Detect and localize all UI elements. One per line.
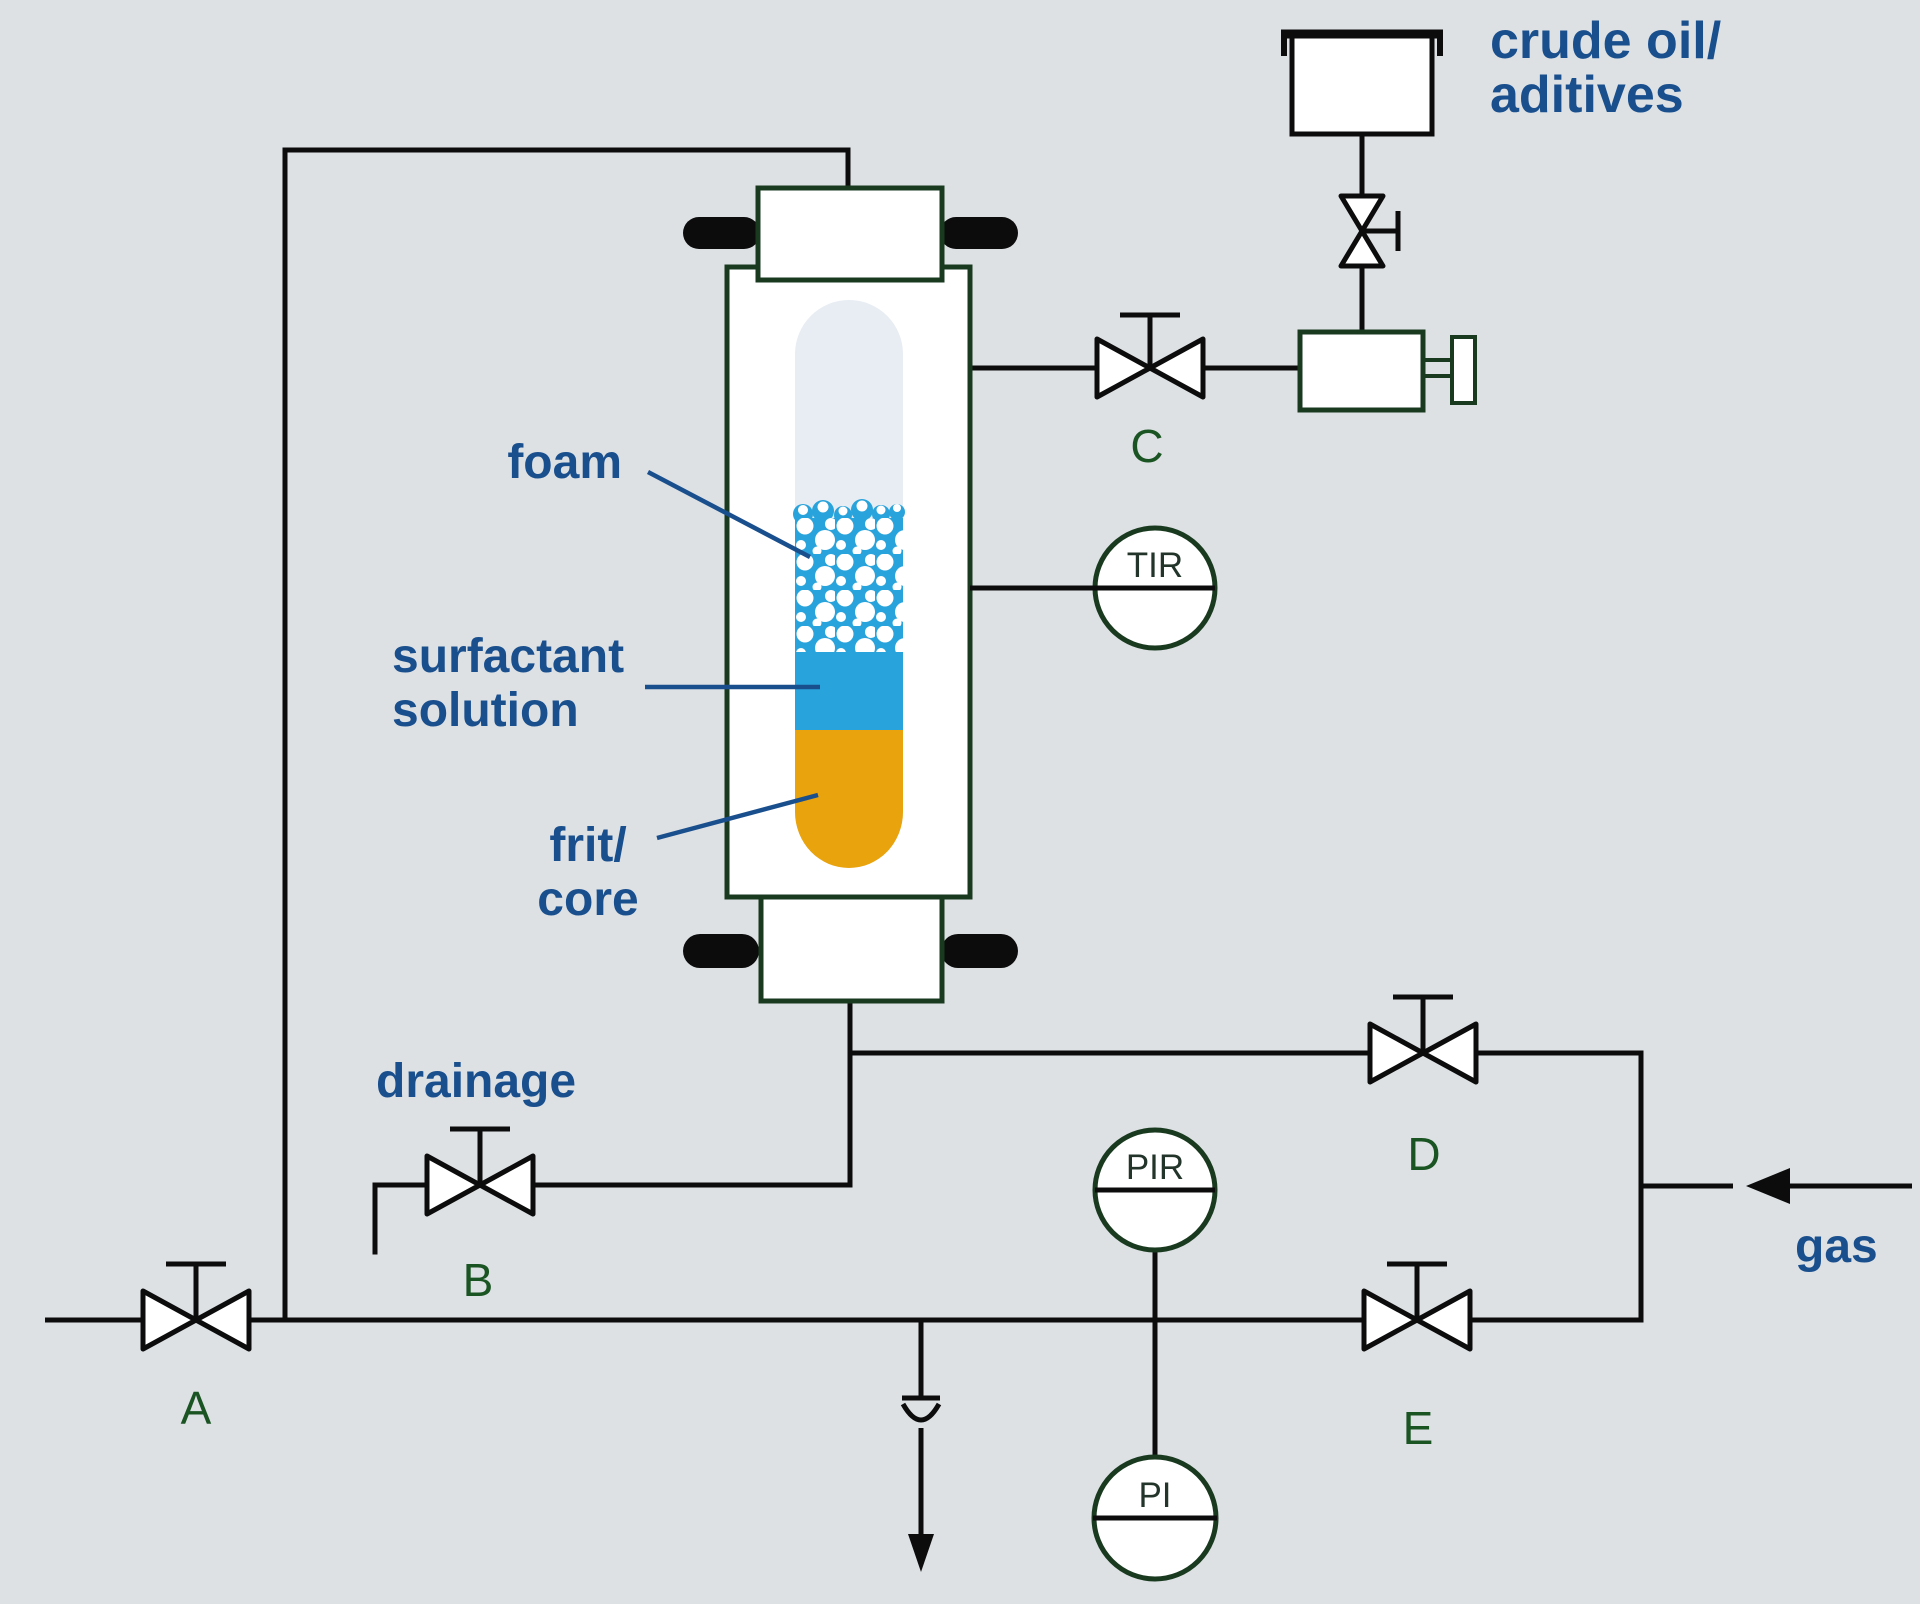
frit-label-line2: core — [537, 873, 638, 926]
valve-c — [1094, 312, 1206, 400]
valve-b-label: B — [463, 1254, 494, 1306]
surfactant-region — [795, 652, 903, 730]
valve-c-handle — [1120, 312, 1180, 368]
instrument-pi: PI — [1091, 1454, 1219, 1582]
pump-body — [1297, 329, 1426, 413]
piping — [45, 133, 1912, 1572]
gas-flow-arrow-icon — [1746, 1168, 1790, 1204]
foam-label: foam — [507, 436, 622, 489]
surfactant-label-line1: surfactant — [392, 630, 624, 683]
valve-d — [1367, 994, 1479, 1085]
feed-label-line2: aditives — [1490, 66, 1684, 124]
surfactant-label-line2: solution — [392, 684, 579, 737]
pipe-drainage — [372, 1182, 853, 1255]
flange-top-right — [940, 217, 1018, 249]
column-bottom-cap — [758, 894, 945, 1004]
flange-top-left — [683, 217, 760, 249]
frit-core-region — [795, 730, 903, 868]
pump-plunger — [1450, 335, 1477, 405]
tir-tag: TIR — [1127, 546, 1183, 585]
syringe-pump — [1297, 329, 1477, 413]
pi-tag: PI — [1138, 1476, 1171, 1515]
foam-leader — [646, 470, 812, 559]
instrument-pir: PIR — [1092, 1127, 1218, 1253]
flange-bottom-left — [683, 934, 759, 968]
needle-valve-top — [1338, 193, 1386, 234]
feed-tank — [1281, 29, 1443, 137]
foam-column — [683, 185, 1018, 1004]
instrument-tir: TIR — [970, 525, 1218, 651]
frit-label-line1: frit/ — [549, 819, 626, 872]
foam-region — [793, 499, 905, 652]
valve-d-handle — [1393, 994, 1453, 1053]
valve-e-handle — [1387, 1261, 1447, 1320]
pipe-bypass-d — [847, 1050, 1644, 1323]
column-top-cap — [755, 185, 945, 283]
feed-label-line1: crude oil/ — [1490, 12, 1721, 70]
leader-lines — [645, 470, 820, 841]
frit-leader — [656, 792, 819, 841]
gas-label: gas — [1795, 1220, 1878, 1273]
valve-e-label: E — [1403, 1402, 1434, 1454]
pipe-top-loop — [282, 147, 851, 1323]
valve-d-label: D — [1407, 1128, 1440, 1180]
labels: foam surfactant solution frit/ core drai… — [181, 12, 1878, 1454]
drainage-label: drainage — [376, 1055, 576, 1108]
needle-valve-handle — [1362, 211, 1401, 251]
pump-piston-rod — [1423, 358, 1452, 378]
vent-funnel-icon — [900, 1402, 942, 1423]
vent-arrow-icon — [908, 1534, 934, 1572]
flange-bottom-right — [941, 934, 1018, 968]
valve-b-handle — [450, 1126, 510, 1185]
valve-c-label: C — [1130, 420, 1163, 472]
valve-a-handle — [166, 1261, 226, 1320]
tank-rim-tabs — [1281, 31, 1443, 56]
pir-tag: PIR — [1126, 1148, 1184, 1187]
valve-a — [140, 1261, 252, 1352]
tank-body — [1289, 31, 1435, 137]
needle-valve-bottom — [1338, 228, 1386, 269]
valve-e — [1361, 1261, 1473, 1352]
valve-a-label: A — [181, 1382, 212, 1434]
needle-valve-feed — [1338, 193, 1401, 269]
valve-b — [424, 1126, 536, 1217]
